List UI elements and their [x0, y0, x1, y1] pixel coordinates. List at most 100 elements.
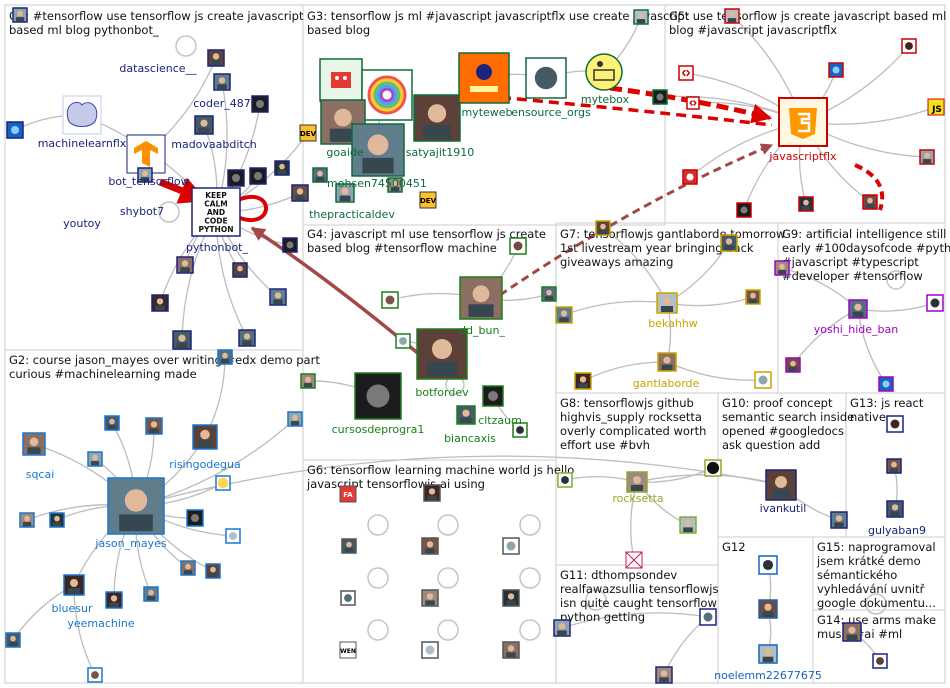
node-label-risingodegua[interactable]: risingodegua — [169, 458, 241, 471]
node-label-noelemm22677675[interactable]: noelemm22677675 — [714, 669, 822, 682]
node-label-yeemachine[interactable]: yeemachine — [67, 617, 135, 630]
node-label-madovaabditch[interactable]: madovaabditch — [171, 138, 257, 151]
node-g7-node-d[interactable] — [720, 234, 738, 252]
node-g4-node-a[interactable] — [381, 291, 399, 309]
node-g7-node-a[interactable] — [595, 220, 611, 236]
node-g14-node-a[interactable] — [872, 653, 888, 669]
node-ensource_orgs[interactable] — [525, 57, 567, 99]
node-g3-node-small1[interactable] — [312, 167, 328, 183]
node-g5-node-a[interactable] — [678, 65, 694, 81]
node-jason_mayes[interactable] — [107, 477, 165, 535]
node-g2-node-l[interactable] — [105, 591, 123, 609]
node-g7-node-b[interactable] — [555, 306, 573, 324]
node-g6-node-g[interactable] — [421, 589, 439, 607]
node-label-goaide[interactable]: goaide — [326, 146, 363, 159]
node-g3-node-cat[interactable] — [320, 99, 366, 145]
node-label-machinelearnflx[interactable]: machinelearnflx — [38, 137, 127, 150]
node-g7-node-f[interactable] — [754, 371, 772, 389]
node-g5-node-d[interactable] — [828, 62, 844, 78]
node-label-bluesur[interactable]: bluesur — [51, 602, 92, 615]
node-g1-node-b[interactable] — [227, 169, 245, 187]
node-g11-node-a[interactable] — [553, 619, 571, 637]
node-g6-node-d[interactable] — [421, 537, 439, 555]
node-label-bekahhw[interactable]: bekahhw — [648, 317, 698, 330]
node-g2-node-d[interactable] — [215, 475, 231, 491]
node-g3-node-small3[interactable] — [652, 89, 668, 105]
node-g6-node-b[interactable] — [423, 484, 441, 502]
node-dev-badge[interactable]: DEV — [299, 124, 317, 142]
node-machinelearnflx[interactable] — [62, 95, 102, 135]
node-dev-badge-2[interactable]: DEV — [419, 191, 437, 209]
node-datascience[interactable] — [207, 49, 225, 67]
node-g6-node-e[interactable] — [502, 537, 520, 555]
node-mohsen[interactable] — [351, 123, 405, 177]
node-label-youtoy[interactable]: youtoy — [63, 217, 101, 230]
node-javascriptflx[interactable] — [778, 97, 828, 147]
node-label-biancaxis[interactable]: biancaxis — [444, 432, 496, 445]
node-g1-node-g[interactable] — [232, 262, 248, 278]
node-noelemm22677675[interactable] — [758, 644, 778, 664]
node-gantlaborde[interactable] — [657, 352, 677, 372]
node-g1-node-c[interactable] — [249, 167, 267, 185]
node-g2-node-o[interactable] — [287, 411, 303, 427]
node-g5-node-c[interactable] — [901, 38, 917, 54]
node-g2-node-j[interactable] — [205, 563, 221, 579]
node-label-bot_tensorflow[interactable]: bot_tensorflow — [108, 175, 189, 188]
node-g5-node-f[interactable] — [919, 149, 935, 165]
node-g4-node-c[interactable] — [541, 286, 557, 302]
node-g4-node-b[interactable] — [395, 333, 411, 349]
node-gulyaban9[interactable] — [886, 500, 904, 518]
node-shybot7[interactable] — [137, 167, 153, 183]
node-label-ivankutil[interactable]: ivankutil — [760, 502, 807, 515]
node-yoshi_hide_ban[interactable] — [848, 299, 868, 319]
node-g4-node-f[interactable] — [509, 237, 527, 255]
node-label-mohsen[interactable]: mohsen74500451 — [327, 177, 427, 190]
node-g1-node-d[interactable] — [291, 184, 309, 202]
node-madovaabditch[interactable] — [194, 115, 214, 135]
node-label-gantlaborde[interactable]: gantlaborde — [633, 377, 700, 390]
node-g3-node-face[interactable] — [413, 94, 461, 142]
node-biancaxis[interactable] — [456, 405, 476, 425]
node-g2-node-f[interactable] — [49, 512, 65, 528]
node-sqcai[interactable] — [22, 432, 46, 456]
node-cursosdeprogra1[interactable] — [354, 372, 402, 420]
node-g13-node-a[interactable] — [886, 415, 904, 433]
node-g5-node-b[interactable] — [686, 96, 700, 110]
node-label-javascriptflx[interactable]: javascriptflx — [768, 150, 837, 163]
node-g2-node-m[interactable] — [5, 632, 21, 648]
node-g11-node-b[interactable] — [699, 608, 717, 626]
node-g5-node-k[interactable] — [724, 8, 740, 24]
node-label-cursosdeprogra1[interactable]: cursosdeprogra1 — [332, 423, 425, 436]
node-g2-node-k[interactable] — [143, 586, 159, 602]
node-g7-node-c[interactable] — [574, 372, 592, 390]
node-g2-node-p[interactable] — [217, 349, 233, 365]
node-g15-node-a[interactable] — [842, 622, 862, 642]
node-g1-node-m[interactable] — [238, 329, 256, 347]
node-g5-node-e[interactable]: JS — [927, 98, 945, 116]
node-g5-node-h[interactable] — [736, 202, 752, 218]
node-label-datascience[interactable]: datascience__ — [119, 62, 197, 75]
node-g1-node-k[interactable] — [6, 121, 24, 139]
node-botfordev[interactable] — [416, 328, 468, 380]
node-g1-node-l[interactable] — [12, 7, 28, 23]
node-g6-node-c[interactable] — [341, 538, 357, 554]
node-g6-node-h[interactable] — [502, 589, 520, 607]
node-g1-node-h[interactable] — [269, 288, 287, 306]
node-label-satyajit1910[interactable]: satyajit1910 — [406, 146, 474, 159]
node-label-mytebox[interactable]: mytebox — [581, 93, 630, 106]
node-g4-node-e[interactable] — [512, 422, 528, 438]
node-g1-node-f[interactable] — [176, 256, 194, 274]
node-g12-node-b[interactable] — [758, 599, 778, 619]
node-satyajit1910[interactable] — [361, 69, 413, 121]
node-label-myteweb[interactable]: myteweb — [461, 106, 512, 119]
node-g8-node-b[interactable] — [704, 459, 722, 477]
node-g10-node-a[interactable] — [830, 511, 848, 529]
node-g1-node-a[interactable] — [251, 95, 269, 113]
node-g8-node-c[interactable] — [679, 516, 697, 534]
node-g2-node-b[interactable] — [145, 417, 163, 435]
node-g1-node-i[interactable] — [151, 294, 169, 312]
node-label-jason_mayes[interactable]: jason_mayes — [94, 537, 166, 550]
node-bot_tensorflow[interactable] — [126, 134, 166, 174]
node-coder_487[interactable] — [213, 73, 231, 91]
